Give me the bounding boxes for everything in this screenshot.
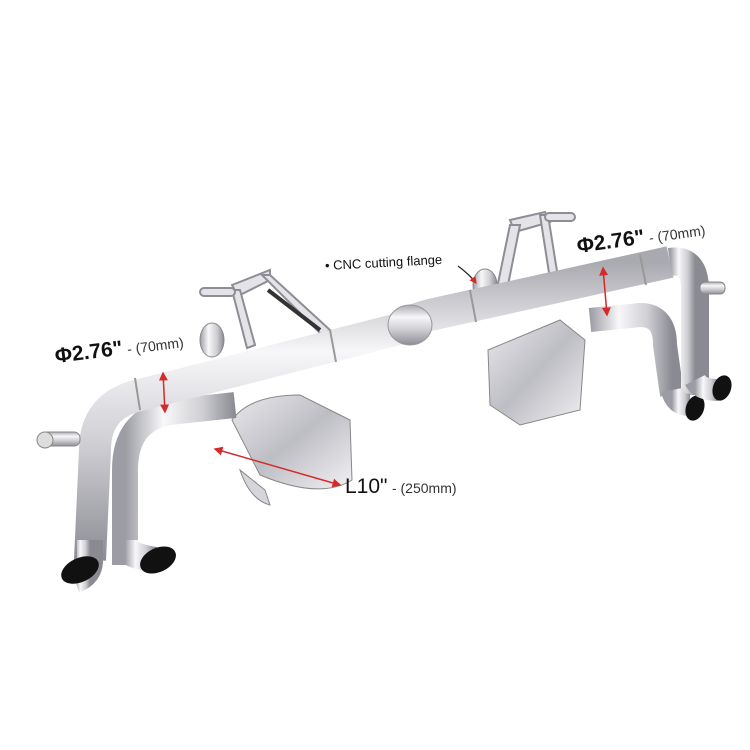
exhaust-tips-right — [661, 374, 732, 421]
hanger-left — [36, 431, 81, 449]
left-diameter-arrow — [158, 371, 170, 414]
length-label: L10" - (250mm) — [345, 475, 457, 499]
crossover-junction — [387, 304, 433, 346]
muffler-right — [487, 319, 586, 426]
secondary-pipe-right — [588, 302, 684, 397]
right-diameter-arrow — [599, 266, 611, 317]
flange-left — [199, 322, 225, 358]
length-arrow — [213, 446, 342, 488]
length-value: L10" — [345, 475, 388, 498]
muffler-left — [231, 394, 353, 506]
length-metric: - (250mm) — [391, 480, 457, 496]
left-diameter-metric: - (70mm) — [126, 334, 185, 358]
exhaust-tips-left — [61, 540, 176, 593]
secondary-pipe-left — [112, 392, 237, 565]
hanger-right — [699, 281, 726, 295]
flange-pointer — [457, 265, 477, 284]
